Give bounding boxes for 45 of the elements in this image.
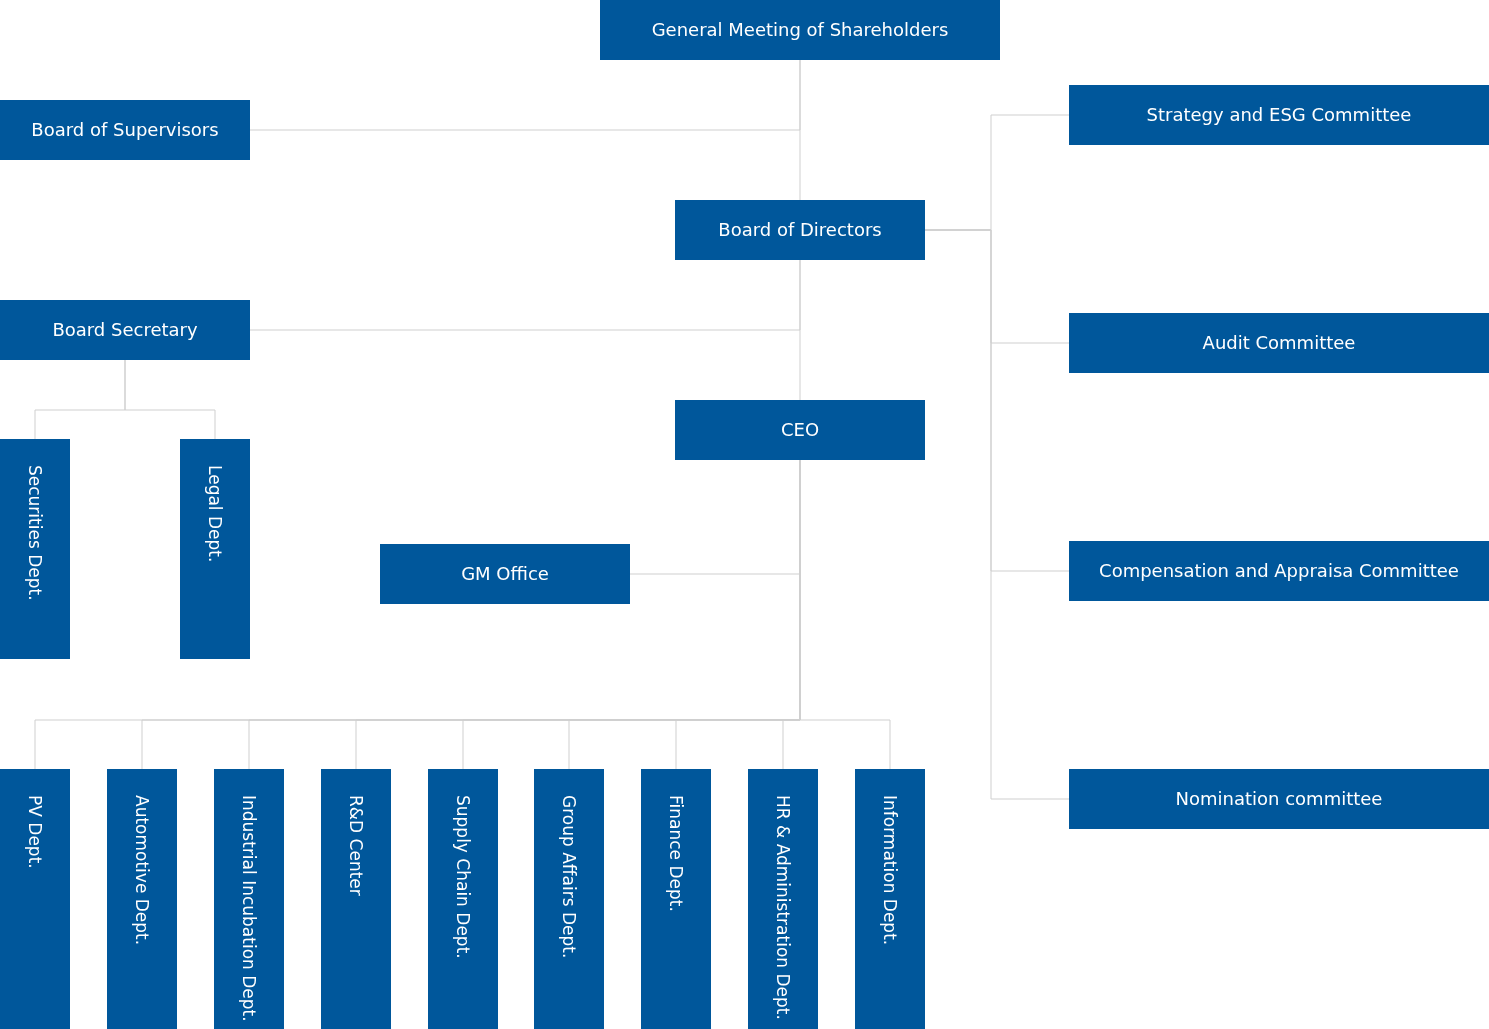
org-box xyxy=(0,769,70,1029)
unit-name: Information Dept. xyxy=(880,795,900,946)
org-box xyxy=(675,200,925,260)
unit-name: Audit Committee xyxy=(1202,332,1356,354)
unit-name: PV Dept. xyxy=(25,795,45,869)
org-box xyxy=(180,439,250,659)
org-box xyxy=(600,0,1000,60)
unit-name: Strategy and ESG Committee xyxy=(1146,104,1412,126)
org-box xyxy=(534,769,604,1029)
unit-name: General Meeting of Shareholders xyxy=(651,19,949,41)
unit-name: Automotive Dept. xyxy=(132,795,152,946)
unit-name: Industrial Incubation Dept. xyxy=(239,795,259,1022)
unit-name: Compensation and Appraisa Committee xyxy=(1099,560,1459,582)
org-box xyxy=(855,769,925,1029)
org-box xyxy=(1069,313,1489,373)
unit-name: Board of Directors xyxy=(718,219,882,241)
org-box xyxy=(0,300,250,360)
org-box xyxy=(1069,769,1489,829)
org-box xyxy=(1069,541,1489,601)
org-box xyxy=(1069,85,1489,145)
unit-name: GM Office xyxy=(461,563,549,585)
unit-name: CEO xyxy=(780,419,820,441)
unit-name: HR & Administration Dept. xyxy=(773,795,793,1020)
org-box xyxy=(321,769,391,1029)
org-box xyxy=(107,769,177,1029)
org-box xyxy=(0,439,70,659)
unit-name: Board Secretary xyxy=(52,319,198,341)
unit-name: R&D Center xyxy=(346,795,366,896)
org-box xyxy=(641,769,711,1029)
unit-name: Board of Supervisors xyxy=(31,119,219,141)
unit-name: Supply Chain Dept. xyxy=(453,795,473,959)
unit-name: Nomination committee xyxy=(1175,788,1383,810)
connector-line xyxy=(799,259,801,401)
org-box xyxy=(675,400,925,460)
org-box xyxy=(428,769,498,1029)
connector-line xyxy=(799,59,801,201)
connector-line xyxy=(124,359,216,440)
unit-name: Group Affairs Dept. xyxy=(559,795,579,959)
unit-name: Finance Dept. xyxy=(666,795,686,912)
org-box xyxy=(0,100,250,160)
unit-name: Legal Dept. xyxy=(205,465,225,563)
org-box xyxy=(748,769,818,1029)
org-box xyxy=(380,544,630,604)
unit-name: Securities Dept. xyxy=(25,465,45,601)
org-box xyxy=(214,769,284,1029)
